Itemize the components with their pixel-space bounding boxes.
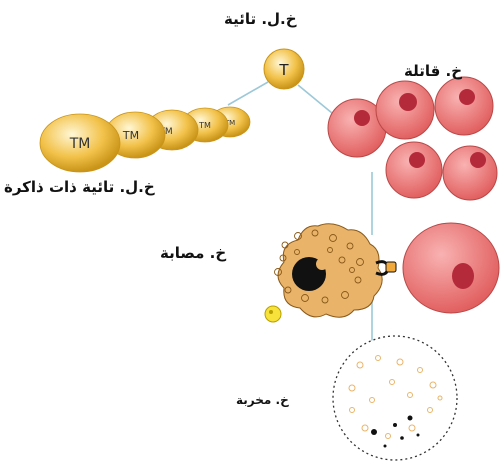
line-t-to-memory: [227, 81, 269, 106]
attacking-killer-cell: [402, 222, 500, 314]
killer-cell: [434, 76, 494, 136]
svg-text:TM: TM: [69, 136, 91, 152]
helper-t-cell: T: [263, 48, 305, 90]
memory-cells: TM TM TM TM TM: [39, 106, 251, 173]
line-t-to-killer: [297, 84, 339, 119]
memory-cell: TM: [39, 113, 121, 173]
killer-cell: [385, 141, 443, 199]
label-helper-t-cell: خ.ل. تائية: [224, 10, 297, 28]
label-infected-cell: خ. مصابة: [160, 244, 227, 262]
infected-cell: [274, 223, 397, 318]
virus-particle: [264, 305, 282, 323]
label-destroyed-cell: خ. مخربة: [236, 393, 289, 407]
svg-text:TM: TM: [158, 127, 172, 137]
svg-text:TM: TM: [224, 119, 235, 127]
label-killer-cells: خ. قاتلة: [404, 62, 463, 80]
killer-cells: [327, 76, 498, 201]
label-memory-cells: خ.ل. تائية ذات ذاكرة: [4, 178, 155, 196]
destroyed-cell: [332, 335, 458, 461]
killer-cell: [375, 80, 435, 140]
connector-lines: [227, 81, 373, 345]
svg-text:TM: TM: [198, 121, 211, 130]
t-cell-mark: T: [278, 61, 289, 79]
killer-cell: [442, 145, 498, 201]
svg-text:TM: TM: [122, 129, 139, 142]
